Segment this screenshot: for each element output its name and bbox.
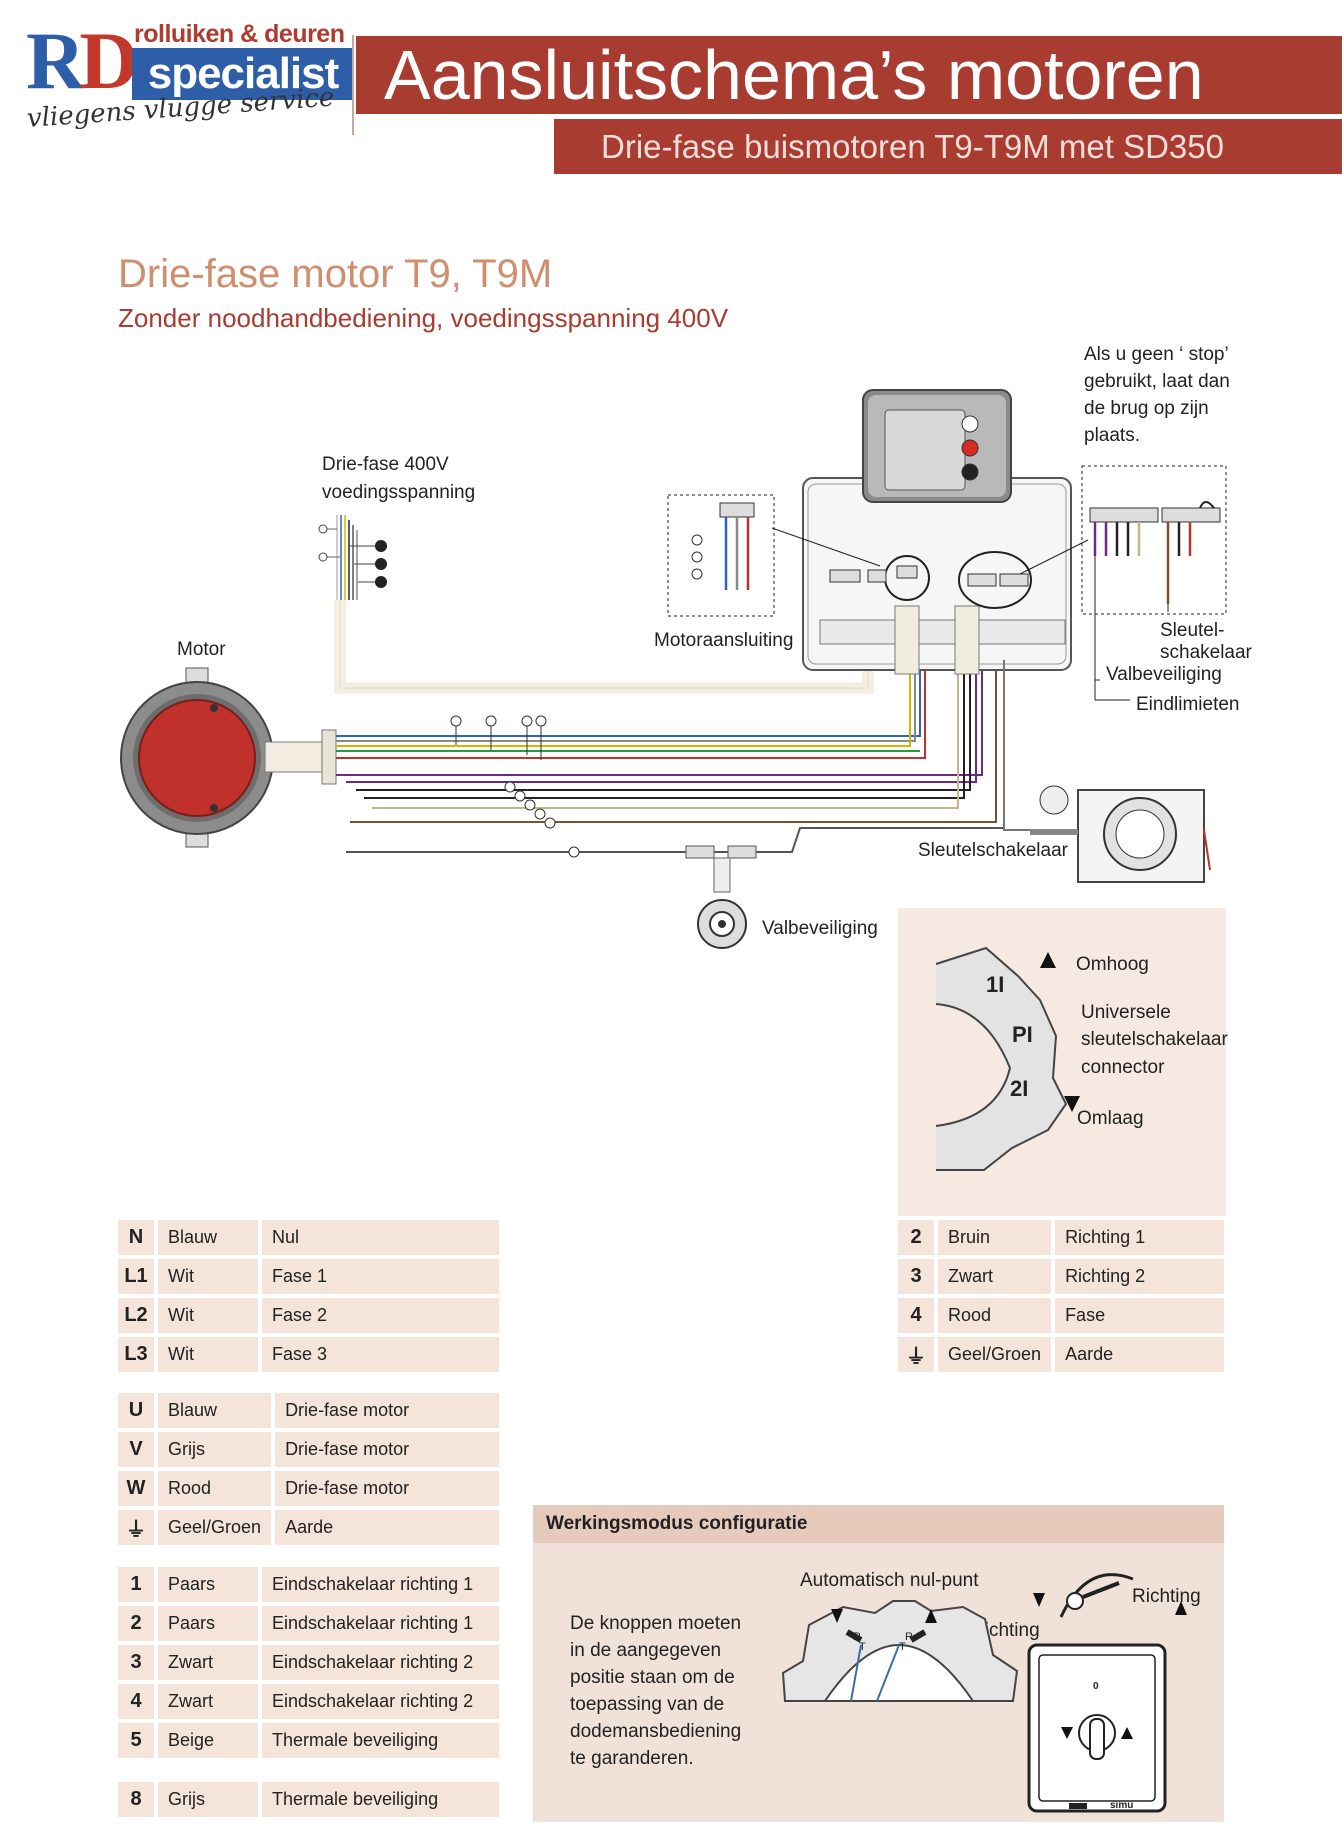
mode-panel-header: [533, 1505, 1224, 1543]
wire-marker-4: [534, 808, 546, 820]
motor-connection-inset: [667, 494, 775, 617]
wire-marker-3: [524, 799, 536, 811]
section-subtitle: Zonder noodhandbediening, voedingsspanni…: [118, 303, 729, 333]
key-switch-label-1: Sleutel-: [1160, 620, 1225, 641]
auto-zero-dial: [781, 1600, 1019, 1702]
dial-letter-t1: T: [859, 1641, 866, 1653]
wire-marker-8: [568, 846, 580, 858]
connector-illustration: [935, 946, 1080, 1171]
auto-zero-label: Automatisch nul-punt: [800, 1570, 979, 1591]
title-bar: [356, 36, 1342, 114]
motor-connection-label: Motoraansluiting: [654, 630, 794, 651]
wire-marker-u: [485, 715, 497, 750]
supply-label-1: Drie-fase 400V: [322, 454, 449, 475]
dial-letter-r2: R: [905, 1631, 913, 1643]
page-title: Aansluitschema’s motoren: [384, 36, 1204, 114]
up-label: Omhoog: [1076, 954, 1149, 975]
key-switch-label-2: schakelaar: [1160, 642, 1252, 663]
mode-panel-body: De knoppen moeten in de aangegeven posit…: [570, 1613, 742, 1769]
divider: [352, 35, 354, 135]
fall-protection-bottom-label: Valbeveiliging: [762, 918, 878, 939]
dial-letter-r1: R: [853, 1631, 861, 1643]
mode-illustration: [781, 1573, 1187, 1813]
control-box: [771, 389, 1089, 675]
logo-top-line: rolluiken & deuren: [134, 20, 345, 48]
wire-marker-w: [535, 715, 547, 760]
logo-main: specialist: [132, 48, 354, 100]
connector-desc-3: connector: [1081, 1057, 1165, 1078]
down-label: Omlaag: [1077, 1108, 1144, 1129]
fall-protection-label: Valbeveiliging: [1106, 664, 1222, 685]
motor-cable-bundle: [336, 640, 1005, 853]
supply-cable: [318, 515, 376, 600]
brand-label: simu: [1110, 1800, 1134, 1811]
bridge-note-4: plaats.: [1084, 425, 1140, 446]
segment-label-1: 1I: [986, 972, 1005, 997]
segment-label-p: PI: [1012, 1022, 1033, 1047]
key-switch-bottom-label: Sleutelschakelaar: [918, 840, 1068, 861]
bridge-note-3: de brug op zijn: [1084, 398, 1209, 419]
terminal-inset: [1081, 465, 1227, 701]
end-limits-label: Eindlimieten: [1136, 694, 1240, 715]
motor: [120, 667, 337, 848]
dial-letter-t2: T: [899, 1641, 906, 1653]
wire-marker-v: [521, 715, 533, 755]
direction-label-right: Richting: [1132, 1586, 1201, 1607]
supply-marker-l2: [375, 558, 387, 570]
motor-label: Motor: [177, 639, 226, 660]
subtitle-bar: [554, 119, 1342, 174]
supply-label-2: voedingsspanning: [322, 482, 476, 503]
supply-marker-l1: [375, 540, 387, 552]
switch-zero-label: 0: [1093, 1681, 1099, 1692]
connector-desc-2: sleutelschakelaar: [1081, 1029, 1228, 1050]
supply-marker-l3: [375, 576, 387, 588]
wire-marker-5: [544, 817, 556, 829]
segment-label-2: 2I: [1010, 1076, 1029, 1101]
mode-panel-title: Werkingsmodus configuratie: [546, 1513, 808, 1534]
wire-marker-1: [504, 781, 516, 793]
wire-marker-earth: [450, 715, 462, 745]
wire-marker-2: [514, 790, 526, 802]
logo: RD rolluiken & deuren specialist vliegen…: [26, 18, 356, 138]
key-switch-device: [1003, 660, 1211, 883]
bridge-note-2: gebruikt, laat dan: [1084, 371, 1230, 392]
logo-letters: RD: [26, 15, 138, 106]
page-subtitle: Drie-fase buismotoren T9-T9M met SD350: [601, 128, 1224, 165]
section-title: Drie-fase motor T9, T9M: [118, 252, 553, 296]
bridge-note-1: Als u geen ‘ stop’: [1084, 344, 1229, 365]
key-switch-illustration: [1027, 1573, 1187, 1813]
fall-protection-device: [685, 845, 757, 949]
connector-desc-1: Universele: [1081, 1002, 1171, 1023]
wiring-diagram: [120, 389, 1227, 949]
